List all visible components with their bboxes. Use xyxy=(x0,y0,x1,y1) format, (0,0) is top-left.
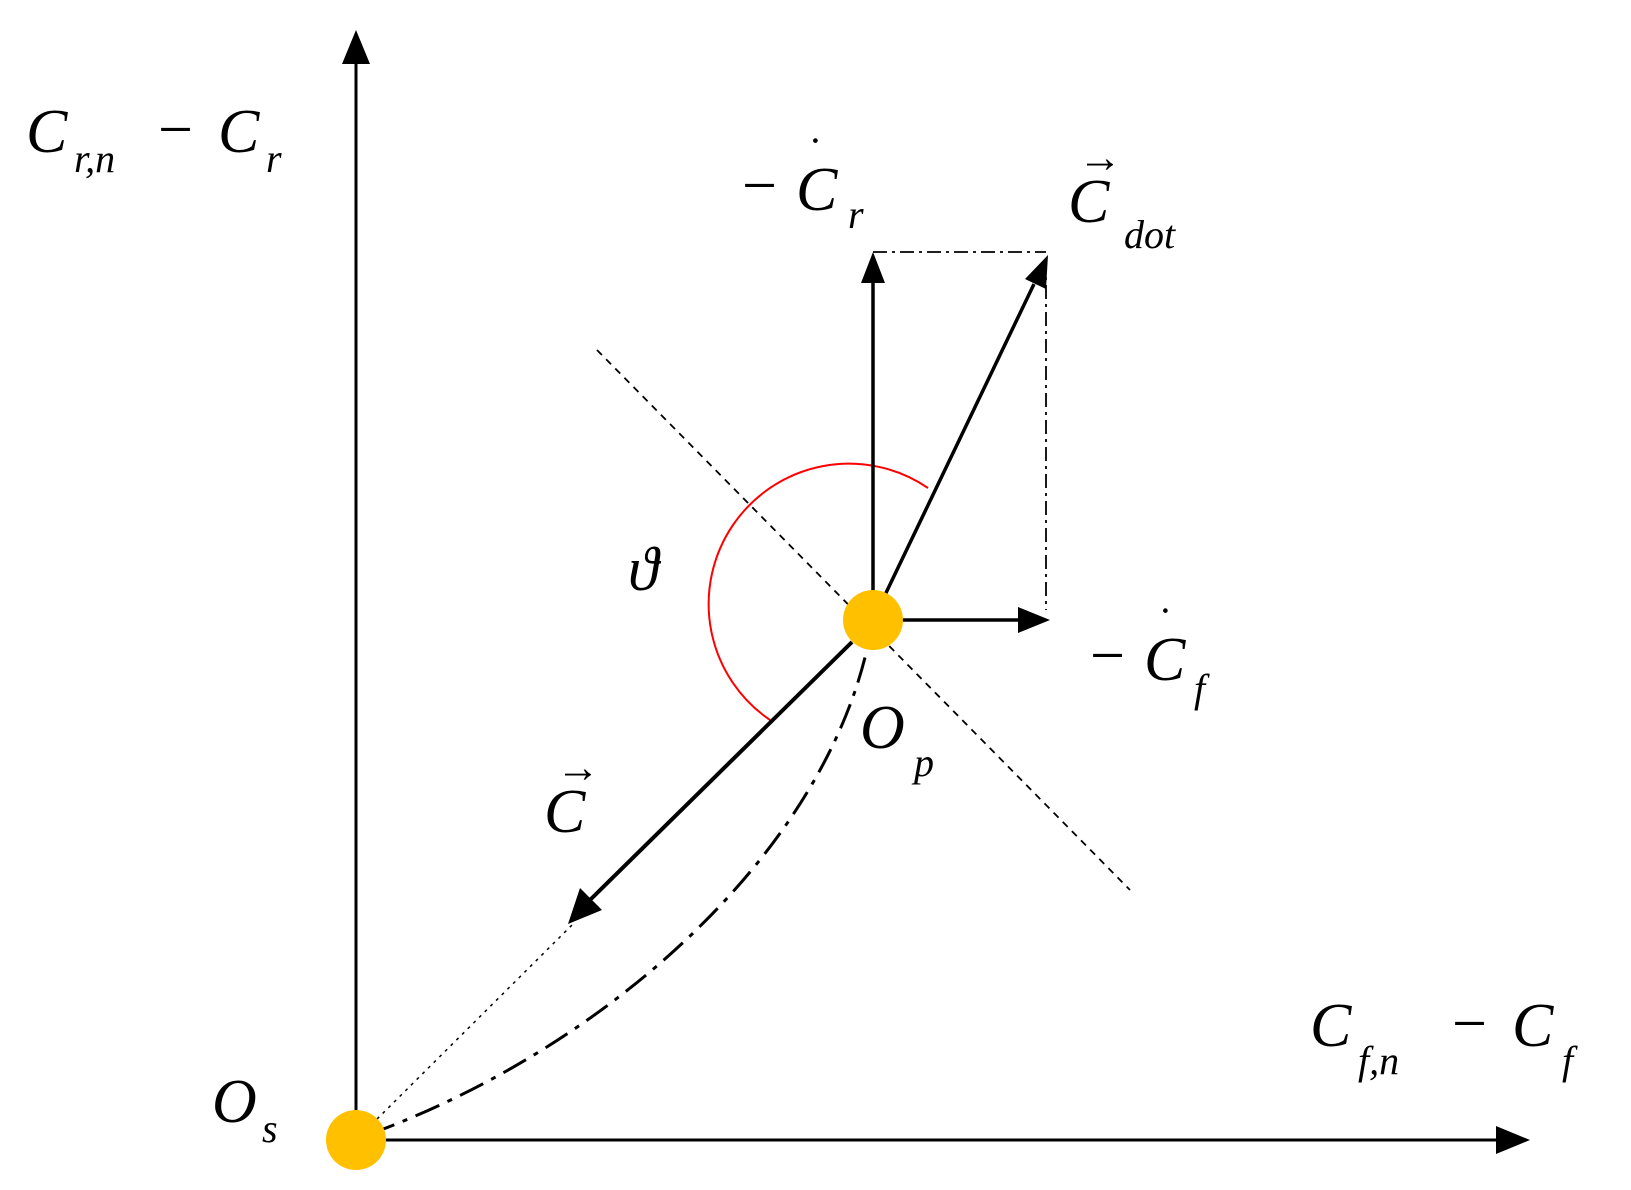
x-axis-arrowhead xyxy=(1496,1126,1530,1154)
label-c-vector-main: C xyxy=(544,778,586,846)
y-label-sub2: r xyxy=(266,136,282,181)
origin-label-main: O xyxy=(212,1068,257,1136)
trajectory-curve xyxy=(369,644,870,1136)
x-label-main2: C xyxy=(1512,992,1554,1060)
origin-label-sub: s xyxy=(262,1106,278,1151)
angle-arc xyxy=(707,462,929,721)
label-minus-cf-dot-accent: ˙ xyxy=(1158,599,1173,648)
label-c-dot: → C dot xyxy=(1068,133,1176,257)
point-marker-op xyxy=(843,590,903,650)
arrowhead-c-dot xyxy=(1025,255,1048,289)
vectors xyxy=(568,252,1050,924)
y-label-operator: − xyxy=(158,96,193,164)
y-axis-label: C r,n − C r xyxy=(26,96,282,181)
label-c-dot-accent: → xyxy=(1078,133,1122,182)
label-c-dot-main: C xyxy=(1068,168,1110,236)
current-point-label: O p xyxy=(860,694,934,785)
label-minus-cf-dot-sign: − xyxy=(1090,622,1125,690)
straight-path-dotted xyxy=(359,924,573,1137)
vector-c-dot xyxy=(871,283,1036,621)
angle-symbol: ϑ xyxy=(628,536,662,604)
current-point-label-sub: p xyxy=(911,740,934,785)
x-label-operator: − xyxy=(1452,990,1487,1058)
label-minus-cf-dot-main: C xyxy=(1144,626,1186,694)
y-label-main: C xyxy=(26,98,68,166)
label-minus-cr-dot-accent: ˙ xyxy=(808,129,823,178)
arrowhead-c xyxy=(568,888,602,924)
arrowhead-minus-cf-dot xyxy=(1018,607,1050,633)
label-c-vector-accent: → xyxy=(556,743,600,792)
label-minus-cr-dot: − ˙ C r xyxy=(742,129,864,237)
current-point-label-main: O xyxy=(860,694,905,762)
arrowhead-minus-cr-dot xyxy=(861,252,885,283)
axes xyxy=(342,30,1530,1154)
x-label-sub: f,n xyxy=(1358,1038,1399,1083)
label-minus-cr-dot-sub: r xyxy=(848,192,864,237)
y-label-main2: C xyxy=(218,98,260,166)
point-marker-os xyxy=(326,1110,386,1170)
x-label-main: C xyxy=(1310,992,1352,1060)
label-minus-cf-dot-sub: f xyxy=(1194,666,1210,711)
x-label-sub2: f xyxy=(1562,1038,1578,1083)
label-minus-cr-dot-sign: − xyxy=(742,152,777,220)
label-minus-cf-dot: − ˙ C f xyxy=(1090,599,1210,711)
origin-label: O s xyxy=(212,1068,278,1151)
y-label-sub: r,n xyxy=(74,136,115,181)
x-axis-label: C f,n − C f xyxy=(1310,990,1578,1083)
label-minus-cr-dot-main: C xyxy=(796,156,838,224)
vector-c xyxy=(588,640,854,902)
y-axis-arrowhead xyxy=(342,30,370,64)
label-c-vector: → C xyxy=(544,743,600,846)
label-c-dot-sub: dot xyxy=(1124,212,1176,257)
